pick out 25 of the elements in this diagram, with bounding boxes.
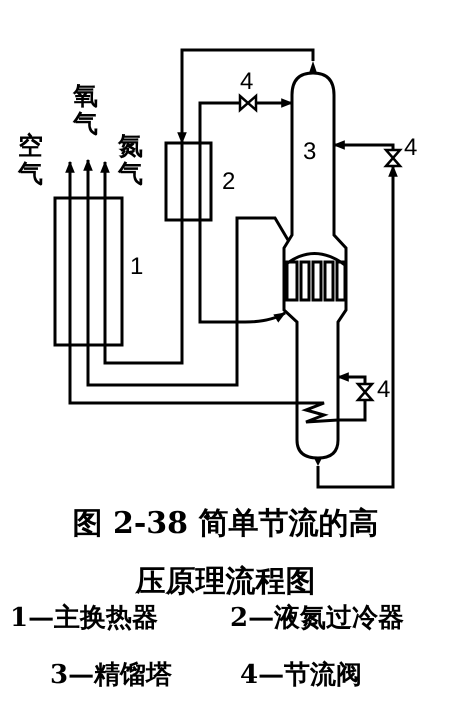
pipe-arrow — [198, 102, 240, 143]
stream-label: 氮气 — [108, 132, 143, 187]
valve-symbol — [240, 96, 256, 110]
pipe-arrow — [177, 48, 314, 144]
pipe-arrow — [332, 140, 394, 150]
pipe-arrow — [65, 160, 75, 198]
stream-label: 空气 — [18, 132, 67, 187]
pipe-arrow — [100, 160, 110, 198]
subcooler — [166, 143, 211, 220]
part-number: 4 — [404, 136, 418, 160]
stream-label: 氧气 — [73, 82, 98, 159]
part-number: 4 — [240, 70, 254, 94]
legend-text: 4—节流阀 — [240, 659, 362, 692]
legend-text: 3—精馏塔 — [50, 659, 172, 692]
heat-exchanger — [55, 198, 122, 345]
pipe-arrow — [198, 220, 286, 324]
part-number: 1 — [130, 255, 144, 279]
part-number: 4 — [377, 378, 390, 402]
legend-text: 2—液氮过冷器 — [230, 602, 404, 635]
valve-symbol — [358, 384, 372, 400]
part-number: 2 — [222, 170, 236, 194]
figure-caption: 图 2-38 简单节流的高压原理流程图 — [72, 505, 380, 601]
valve-symbol — [386, 150, 400, 166]
pipe-arrow — [83, 158, 93, 198]
legend-text: 1—主换热器 — [10, 602, 158, 635]
